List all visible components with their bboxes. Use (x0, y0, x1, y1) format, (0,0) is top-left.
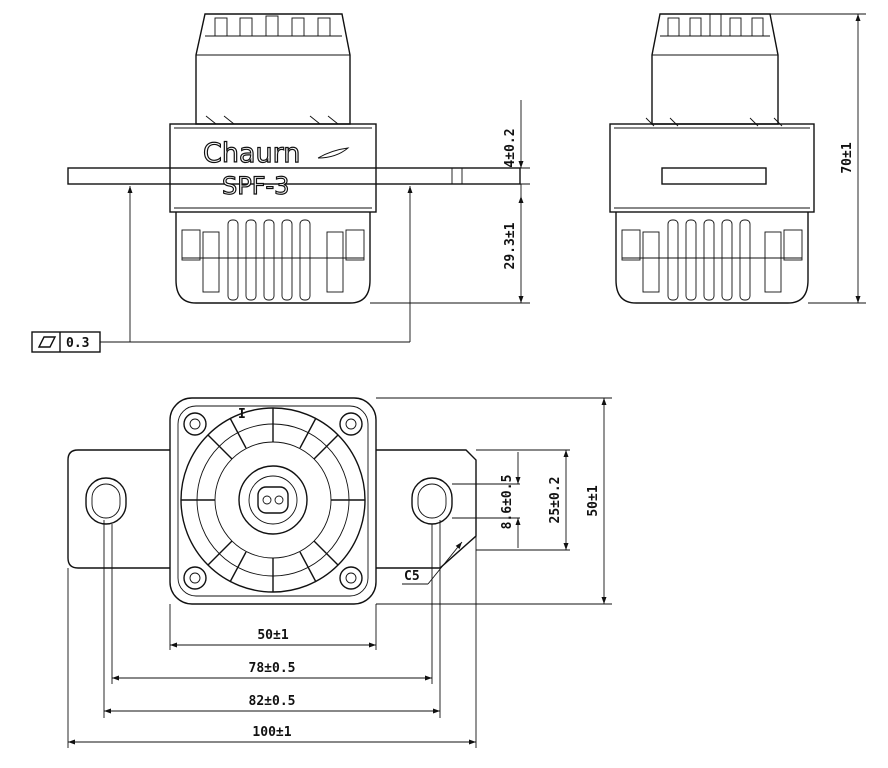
front-cap (195, 13, 351, 125)
dim-body-width: 50±1 (257, 628, 288, 643)
tolerance-value: 0.3 (66, 336, 89, 351)
dim-body-height: 50±1 (586, 485, 601, 516)
dim-slot-span: 82±0.5 (249, 694, 296, 709)
dim-flange-thickness: 4±0.2 (503, 128, 518, 167)
flatness-symbol-icon (37, 336, 57, 348)
dim-lower-height: 29.3±1 (503, 222, 518, 269)
top-view: I 50±1 25±0.2 8.6±0.5 C5 50±1 (67, 397, 612, 748)
side-slot (661, 167, 767, 185)
radial-ribs (181, 408, 365, 592)
brand-logo: Chaurn (203, 138, 300, 169)
connector-icon (257, 486, 289, 514)
dim-hole-span: 78±0.5 (249, 661, 296, 676)
model-label: SPF-3 (222, 172, 289, 200)
dim-slot-spacing: 8.6±0.5 (500, 475, 515, 530)
side-cap-ribs (645, 13, 783, 127)
front-lower-housing (175, 212, 371, 304)
flatness-tolerance-frame: 0.3 (31, 331, 101, 353)
dim-flange-width: 100±1 (252, 725, 291, 740)
logo-swoosh (317, 147, 350, 159)
left-slot (85, 477, 127, 525)
center-port (238, 465, 308, 535)
side-body (609, 123, 815, 213)
side-view: 70±1 (609, 13, 866, 304)
side-lower-housing (615, 212, 809, 304)
front-view: Chaurn SPF-3 4±0.2 29.3±1 (31, 13, 530, 353)
dim-inner-height: 25±0.2 (548, 477, 563, 524)
front-fins (181, 219, 365, 301)
dim-chamfer: C5 (404, 569, 420, 584)
index-mark: I (238, 407, 246, 422)
top-body (169, 397, 377, 605)
corner-screws (183, 412, 363, 590)
side-cap (651, 13, 779, 125)
dim-total-height: 70±1 (840, 142, 855, 173)
front-flange (67, 167, 521, 185)
front-cap-ribs (205, 15, 342, 125)
side-fins (621, 219, 803, 301)
